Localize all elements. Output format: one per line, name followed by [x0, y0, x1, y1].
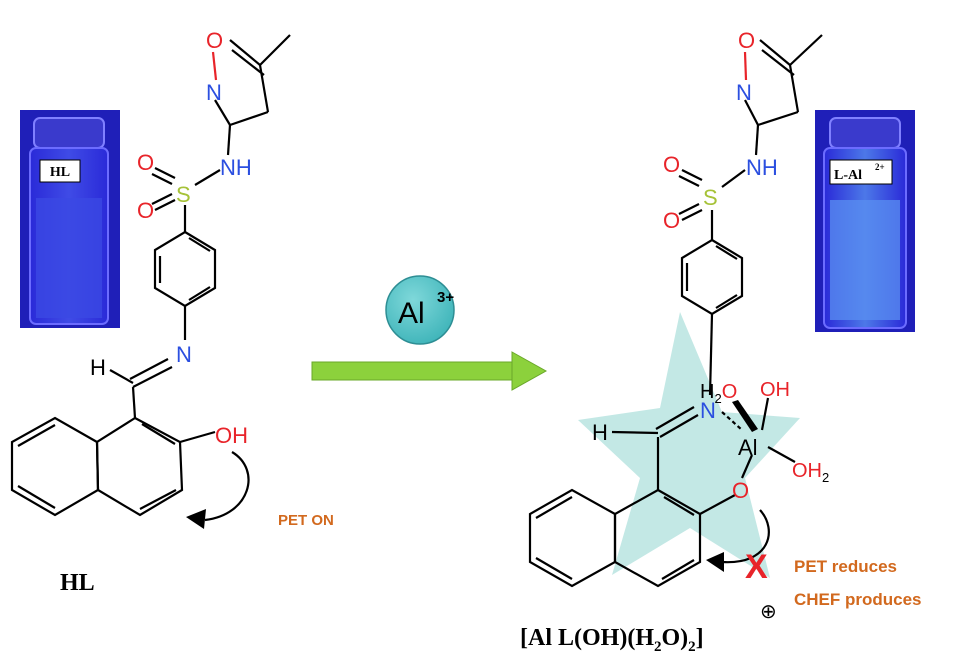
left-vial-photo: HL	[20, 110, 120, 328]
pet-blocked-x: X	[745, 548, 768, 586]
left-imine-H: H	[90, 355, 106, 380]
right-vial-label-charge: 2+	[875, 162, 885, 172]
water-ligand-2: OH2	[792, 460, 829, 485]
left-isoxazole-N: N	[206, 80, 222, 105]
water-ligand-1: H2O	[700, 381, 737, 406]
al-ion-symbol: Al	[398, 297, 425, 330]
left-pet-arrow	[204, 451, 250, 522]
right-isoxazole-O: O	[738, 28, 755, 53]
pet-reduces-label: PET reduces	[794, 557, 897, 576]
right-sulfur: S	[703, 185, 718, 210]
right-phenolate-O: O	[732, 478, 749, 503]
chef-produces-label: CHEF produces	[794, 590, 922, 609]
left-isoxazole-O: O	[206, 28, 223, 53]
left-sulfonyl-O-top: O	[137, 150, 154, 175]
complex-charge-symbol: ⊕	[760, 601, 777, 623]
pet-on-label: PET ON	[278, 512, 334, 529]
right-vial-label: L-Al	[834, 168, 862, 183]
chelation-star-highlight	[578, 312, 800, 578]
right-pet-arrowhead	[706, 552, 724, 572]
reaction-arrow	[311, 351, 548, 391]
right-vial-photo: L-Al 2+	[815, 110, 915, 332]
al3-ion: Al 3+	[385, 275, 455, 345]
right-pet-arrow	[721, 509, 770, 564]
right-isoxazole-N: N	[736, 80, 752, 105]
aluminium-center: Al	[738, 435, 758, 460]
right-imine-H: H	[592, 420, 608, 445]
right-sulfonamide-NH: NH	[746, 155, 778, 180]
hl-compound-label: HL	[60, 570, 95, 596]
left-sulfonamide-NH: NH	[220, 155, 252, 180]
right-imine-N: N	[700, 398, 716, 423]
complex-formula: [Al L(OH)(H2O)2]	[520, 625, 704, 655]
left-sulfonyl-O-bottom: O	[137, 198, 154, 223]
right-molecule-atoms: O N NH S O O N H Al O H2O OH OH2	[592, 28, 829, 503]
left-molecule-atoms: O N NH S O O N H OH	[90, 28, 252, 448]
right-molecule	[528, 34, 823, 588]
right-sulfonyl-O-bottom: O	[663, 208, 680, 233]
left-imine-N: N	[176, 342, 192, 367]
left-phenol-OH: OH	[215, 423, 248, 448]
left-molecule	[10, 34, 291, 517]
right-sulfonyl-O-top: O	[663, 152, 680, 177]
hydroxide-ligand: OH	[760, 379, 790, 401]
left-vial-label: HL	[50, 165, 70, 180]
left-sulfur: S	[176, 182, 191, 207]
al-ion-charge: 3+	[437, 289, 454, 306]
left-pet-arrowhead	[186, 509, 206, 529]
hashed-wedge-water	[732, 400, 758, 432]
